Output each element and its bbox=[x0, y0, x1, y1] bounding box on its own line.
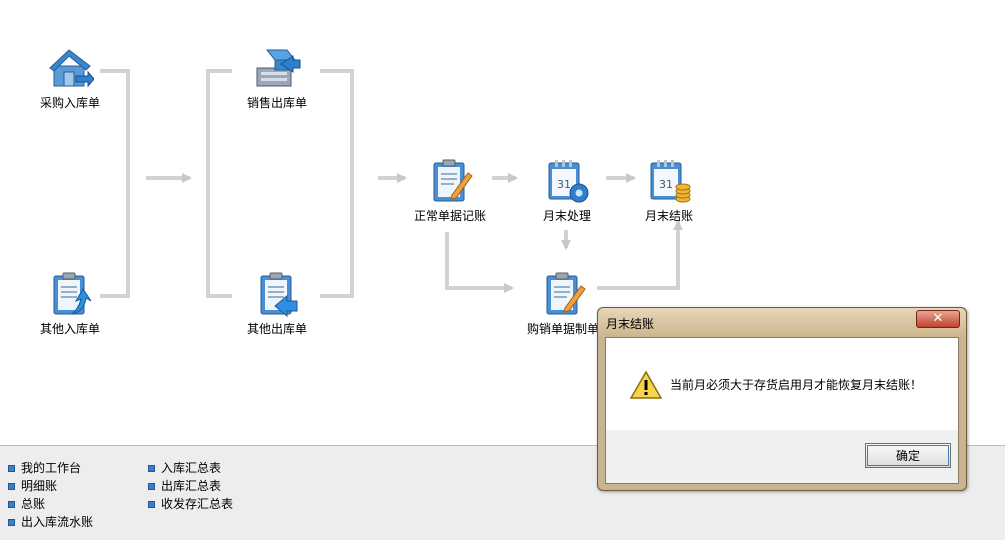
clipboard-out-icon bbox=[260, 272, 298, 318]
bullet-icon bbox=[8, 464, 15, 472]
dialog-message: 当前月必须大于存货启用月才能恢复月末结账！ bbox=[670, 378, 923, 392]
node-month-end-process[interactable]: 31 月末处理 bbox=[522, 157, 612, 224]
link-inbound-summary[interactable]: 入库汇总表 bbox=[148, 459, 233, 477]
node-normal-posting[interactable]: 正常单据记账 bbox=[405, 157, 495, 224]
flow-connectors bbox=[100, 69, 683, 298]
node-label: 销售出库单 bbox=[246, 96, 307, 110]
bullet-icon bbox=[8, 518, 15, 526]
connector-left-bracket bbox=[100, 69, 130, 298]
node-sales-outbound[interactable]: 销售出库单 bbox=[232, 44, 322, 111]
node-label: 其他出库单 bbox=[246, 322, 307, 336]
arrow-voucher-to-close bbox=[597, 220, 683, 290]
link-stock-summary[interactable]: 收发存汇总表 bbox=[148, 495, 233, 513]
warehouse-icon bbox=[49, 49, 94, 88]
clipboard-pencil-icon bbox=[433, 159, 473, 202]
close-button[interactable]: ✕ bbox=[916, 310, 960, 328]
node-label: 正常单据记账 bbox=[413, 209, 486, 223]
button-area: 确定 bbox=[606, 430, 958, 483]
links-column-1: 我的工作台 明细账 总账 出入库流水账 bbox=[8, 459, 93, 531]
calendar-coins-icon: 31 bbox=[650, 160, 691, 203]
node-month-end-close[interactable]: 31 月末结账 bbox=[624, 157, 714, 224]
bullet-icon bbox=[148, 464, 155, 472]
svg-text:31: 31 bbox=[659, 178, 673, 191]
warning-icon bbox=[630, 370, 662, 399]
node-purchase-sales-voucher[interactable]: 购销单据制单 bbox=[518, 270, 608, 337]
bullet-icon bbox=[148, 500, 155, 508]
bullet-icon bbox=[8, 482, 15, 490]
message-area: 当前月必须大于存货启用月才能恢复月末结账！ bbox=[606, 338, 958, 430]
dialog-body: 当前月必须大于存货启用月才能恢复月末结账！ 确定 bbox=[605, 337, 959, 484]
links-column-2: 入库汇总表 出库汇总表 收发存汇总表 bbox=[148, 459, 233, 513]
link-outbound-summary[interactable]: 出库汇总表 bbox=[148, 477, 233, 495]
clipboard-edit-icon bbox=[546, 272, 586, 315]
connector-mid-close-bracket bbox=[320, 69, 354, 298]
dialog-titlebar[interactable]: 月末结账 ✕ bbox=[598, 308, 966, 336]
node-label: 采购入库单 bbox=[39, 96, 100, 110]
node-purchase-inbound[interactable]: 采购入库单 bbox=[25, 44, 115, 111]
calendar-gear-icon: 31 bbox=[548, 160, 589, 203]
ok-button[interactable]: 确定 bbox=[865, 443, 951, 468]
node-label: 月末处理 bbox=[542, 209, 591, 223]
svg-text:31: 31 bbox=[557, 178, 571, 191]
message-dialog: 月末结账 ✕ 当前月必须大于存货启用月才能恢复月末结账！ 确定 bbox=[597, 307, 967, 491]
node-other-inbound[interactable]: 其他入库单 bbox=[25, 270, 115, 337]
bullet-icon bbox=[148, 482, 155, 490]
connector-mid-open-bracket bbox=[206, 69, 232, 298]
arrow-posting-to-voucher bbox=[445, 232, 514, 293]
node-label: 其他入库单 bbox=[39, 322, 100, 336]
warehouse-out-icon bbox=[256, 49, 301, 87]
link-detail-ledger[interactable]: 明细账 bbox=[8, 477, 93, 495]
bullet-icon bbox=[8, 500, 15, 508]
workflow-canvas: 采购入库单 其他入库单 销售出库单 bbox=[25, 44, 714, 337]
node-label: 月末结账 bbox=[644, 209, 693, 223]
link-inout-journal[interactable]: 出入库流水账 bbox=[8, 513, 93, 531]
node-label: 购销单据制单 bbox=[526, 322, 599, 336]
link-general-ledger[interactable]: 总账 bbox=[8, 495, 93, 513]
node-other-outbound[interactable]: 其他出库单 bbox=[232, 270, 322, 337]
link-my-workbench[interactable]: 我的工作台 bbox=[8, 459, 93, 477]
dialog-title: 月末结账 bbox=[606, 317, 655, 331]
clipboard-in-icon bbox=[53, 272, 92, 315]
